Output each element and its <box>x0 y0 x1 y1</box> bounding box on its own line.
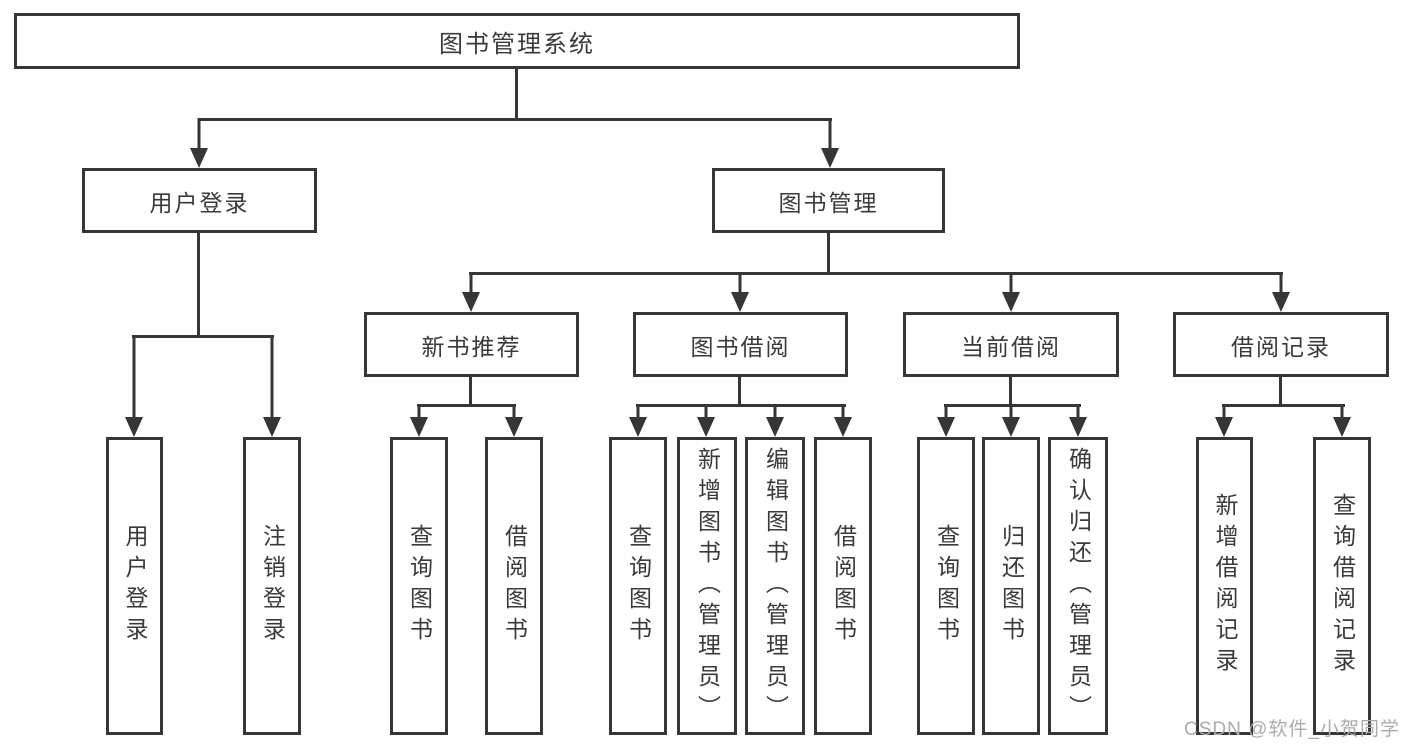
connector-user-login-stem <box>197 233 200 335</box>
node-new-book-recommend: 新书推荐 <box>364 312 579 377</box>
connector-book-management-stem <box>827 233 830 272</box>
connector-level3-split <box>469 272 1283 275</box>
leaf-recommend-query-books: 查询图书 <box>390 437 448 735</box>
leaf-borrowing-borrow-books-label: 借阅图书 <box>830 524 857 648</box>
node-book-management-label: 图书管理 <box>778 189 879 216</box>
leaf-confirm-return-admin: 确认归还（管理员） <box>1048 437 1108 735</box>
arrow-to-user-login <box>190 118 208 168</box>
arrow-to-edit-books-admin <box>766 404 784 437</box>
node-current-borrowing-label: 当前借阅 <box>961 333 1061 360</box>
arrow-to-leaf-logout <box>263 335 281 437</box>
arrow-to-current-query-books <box>937 404 955 437</box>
node-borrowing-records-label: 借阅记录 <box>1231 333 1331 360</box>
leaf-query-borrow-record-label: 查询借阅记录 <box>1329 493 1356 679</box>
leaf-recommend-borrow-books: 借阅图书 <box>485 437 543 735</box>
leaf-user-login: 用户登录 <box>106 437 163 735</box>
connector-root-stem <box>515 69 518 118</box>
connector-current-borrowing-stem <box>1009 377 1012 404</box>
arrow-to-current-borrowing <box>1002 272 1020 312</box>
leaf-query-borrow-record: 查询借阅记录 <box>1313 437 1371 735</box>
leaf-logout: 注销登录 <box>243 437 301 735</box>
leaf-confirm-return-admin-label: 确认归还（管理员） <box>1065 446 1092 726</box>
connector-new-book-recommend-stem <box>469 377 472 404</box>
arrow-to-recommend-query-books <box>410 404 428 437</box>
leaf-add-books-admin: 新增图书（管理员） <box>677 437 737 735</box>
arrow-to-return-books <box>1002 404 1020 437</box>
node-new-book-recommend-label: 新书推荐 <box>421 333 522 360</box>
leaf-return-books: 归还图书 <box>982 437 1040 735</box>
arrow-to-add-borrow-record <box>1215 404 1233 437</box>
leaf-borrowing-borrow-books: 借阅图书 <box>814 437 872 735</box>
leaf-current-query-books-label: 查询图书 <box>933 524 960 648</box>
leaf-recommend-borrow-books-label: 借阅图书 <box>501 524 528 648</box>
arrow-to-borrowing-records <box>1272 272 1290 312</box>
node-user-login: 用户登录 <box>82 168 317 233</box>
node-library-system: 图书管理系统 <box>14 13 1020 69</box>
arrow-to-recommend-borrow-books <box>505 404 523 437</box>
arrow-to-leaf-user-login <box>125 335 143 437</box>
node-book-borrowing: 图书借阅 <box>633 312 848 377</box>
leaf-borrowing-query-books-label: 查询图书 <box>625 524 652 648</box>
node-user-login-label: 用户登录 <box>149 189 250 216</box>
leaf-add-borrow-record-label: 新增借阅记录 <box>1212 493 1238 679</box>
arrow-to-confirm-return-admin <box>1069 404 1087 437</box>
connector-current-borrowing-split <box>944 404 1081 407</box>
arrow-to-book-borrowing <box>731 272 749 312</box>
node-borrowing-records: 借阅记录 <box>1173 312 1389 377</box>
node-book-management: 图书管理 <box>712 168 945 233</box>
leaf-return-books-label: 归还图书 <box>998 524 1025 648</box>
leaf-logout-label: 注销登录 <box>259 524 286 648</box>
csdn-watermark: CSDN @软件_小贺同学 <box>1184 719 1400 740</box>
arrow-to-new-book-recommend <box>462 272 480 312</box>
leaf-edit-books-admin: 编辑图书（管理员） <box>745 437 805 735</box>
connector-user-login-split <box>132 335 274 338</box>
node-current-borrowing: 当前借阅 <box>903 312 1119 377</box>
leaf-edit-books-admin-label: 编辑图书（管理员） <box>762 446 789 726</box>
node-book-borrowing-label: 图书借阅 <box>690 333 791 360</box>
leaf-add-books-admin-label: 新增图书（管理员） <box>694 446 721 726</box>
connector-level1-split <box>198 118 832 121</box>
leaf-borrowing-query-books: 查询图书 <box>609 437 667 735</box>
arrow-to-borrowing-query-books <box>629 404 647 437</box>
arrow-to-add-books-admin <box>697 404 715 437</box>
arrow-to-book-management <box>821 118 839 168</box>
connector-borrowing-records-stem <box>1279 377 1282 404</box>
arrow-to-borrowing-borrow-books <box>834 404 852 437</box>
connector-new-book-recommend-split <box>417 404 516 407</box>
leaf-user-login-label: 用户登录 <box>122 524 148 648</box>
leaf-current-query-books: 查询图书 <box>917 437 975 735</box>
arrow-to-query-borrow-record <box>1333 404 1351 437</box>
connector-book-borrowing-split <box>636 404 846 407</box>
connector-borrowing-records-split <box>1222 404 1345 407</box>
node-library-system-label: 图书管理系统 <box>439 30 595 58</box>
connector-book-borrowing-stem <box>738 377 741 404</box>
leaf-add-borrow-record: 新增借阅记录 <box>1196 437 1253 735</box>
leaf-recommend-query-books-label: 查询图书 <box>406 524 433 648</box>
